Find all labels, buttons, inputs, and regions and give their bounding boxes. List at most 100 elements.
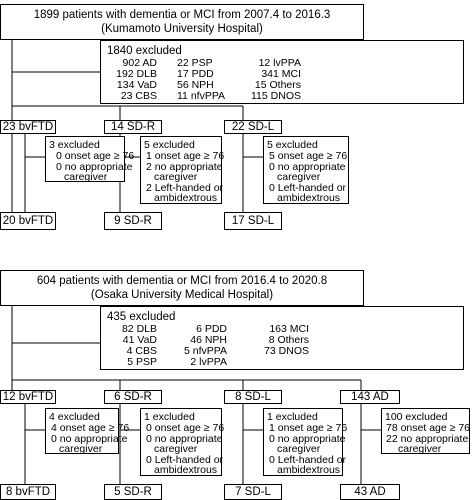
c2-sdl-excl-line: 0 no appropriate xyxy=(269,433,346,445)
c1-sdl-excl-line: ambidextrous xyxy=(277,192,341,204)
c2-excl-item: 82 DLB xyxy=(121,323,157,335)
c1-sdl-excl-title: 5 excluded xyxy=(267,139,318,151)
c1-group-sdr: 14 SD-R xyxy=(104,120,162,134)
c2-ad-excl-line: 22 no appropriate xyxy=(386,433,469,445)
c1-final-sdr-label: 9 SD-R xyxy=(114,215,152,227)
c2-final-ad: 43 AD xyxy=(340,484,400,500)
c2-excl-item: 6 PDD xyxy=(196,323,227,335)
c2-sdl-excl-box: 1 excluded 1 onset age ≥ 76 0 no appropr… xyxy=(263,408,347,476)
c1-sdr-excl-line: 2 no appropriate xyxy=(146,161,223,173)
c1-excl-item: 15 Others xyxy=(254,79,301,91)
c1-final-bvftd-label: 20 bvFTD xyxy=(2,215,54,227)
c2-excl-item: 46 NPH xyxy=(190,334,227,346)
c2-sdl-excl-title: 1 excluded xyxy=(267,411,318,423)
c2-group-sdr: 6 SD-R xyxy=(104,390,162,404)
c2-header-line1: 604 patients with dementia or MCI from 2… xyxy=(36,275,328,287)
c1-bvftd-excl-box: 3 excluded 0 onset age ≥ 76 0 no appropr… xyxy=(45,136,134,183)
c2-final-sdr: 5 SD-R xyxy=(104,484,162,500)
c1-excl-item: 22 PSP xyxy=(177,57,213,69)
c1-excl-item: 902 AD xyxy=(122,57,157,69)
c2-sdr-excl-box: 1 excluded 0 onset age ≥ 76 0 no appropr… xyxy=(140,408,225,476)
c1-sdr-excl-line: 2 Left-handed or xyxy=(146,182,224,194)
c1-final-bvftd: 20 bvFTD xyxy=(0,212,56,230)
c2-group-bvftd: 12 bvFTD xyxy=(0,390,56,404)
c2-sdr-excl-line: caregiver xyxy=(154,443,198,455)
c1-group-bvftd: 23 bvFTD xyxy=(0,120,56,134)
c1-sdr-excl-line: ambidextrous xyxy=(154,192,218,204)
c1-header-line1: 1899 patients with dementia or MCI from … xyxy=(33,9,331,21)
c2-header-box: 604 patients with dementia or MCI from 2… xyxy=(0,270,364,306)
c2-excl-item: 73 DNOS xyxy=(264,345,309,357)
c2-excl-item: 4 CBS xyxy=(126,345,157,357)
c1-header-box: 1899 patients with dementia or MCI from … xyxy=(0,4,364,40)
c2-ad-excl-box: 100 excluded 78 onset age ≥ 76 22 no app… xyxy=(381,408,470,455)
c1-excl-item: 192 DLB xyxy=(116,68,157,80)
c2-bvftd-excl-box: 4 excluded 4 onset age ≥ 76 0 no appropr… xyxy=(45,408,129,455)
c2-sdr-excl-line: 0 onset age ≥ 76 xyxy=(146,422,225,434)
c1-sdl-excl-line: 5 onset age ≥ 76 xyxy=(269,150,348,162)
c2-sdr-excl-line: 0 no appropriate xyxy=(146,433,223,445)
c1-final-sdl: 17 SD-L xyxy=(224,212,282,230)
c1-group-sdr-label: 14 SD-R xyxy=(110,121,156,133)
c1-sdl-excl-line: 0 Left-handed or xyxy=(269,182,347,194)
c2-final-sdr-label: 5 SD-R xyxy=(114,486,152,498)
c2-bvftd-excl-line: 0 no appropriate xyxy=(51,433,128,445)
c2-sdl-excl-line: caregiver xyxy=(277,443,321,455)
c2-excl-item: 163 MCI xyxy=(269,323,309,335)
c2-excl-item: 2 lvPPA xyxy=(190,356,227,368)
c2-ad-excl-line: 78 onset age ≥ 76 xyxy=(386,422,470,434)
c1-excl-item: 341 MCI xyxy=(261,68,301,80)
c1-sdr-excl-line: caregiver xyxy=(154,171,198,183)
c1-excl-item: 134 VaD xyxy=(116,79,157,91)
c2-ad-excl-line: caregiver xyxy=(398,443,442,455)
c1-final-sdl-label: 17 SD-L xyxy=(231,215,275,227)
c1-bvftd-excl-line: 0 no appropriate xyxy=(56,161,133,173)
c2-sdr-excl-line: ambidextrous xyxy=(154,464,218,476)
c2-bvftd-excl-line: 4 onset age ≥ 76 xyxy=(51,422,130,434)
c1-sdr-excl-line: 1 onset age ≥ 76 xyxy=(146,150,225,162)
c2-bvftd-excl-line: caregiver xyxy=(59,443,103,455)
c1-header-line2: (Kumamoto University Hospital) xyxy=(101,23,263,35)
c1-excl-item: 56 NPH xyxy=(177,79,214,91)
c2-excl-item: 5 PSP xyxy=(127,356,157,368)
c1-bvftd-excl-line: caregiver xyxy=(64,171,108,183)
c2-sdr-excl-title: 1 excluded xyxy=(144,411,195,423)
c2-final-bvftd: 8 bvFTD xyxy=(0,484,56,500)
c2-sdl-excl-line: 1 onset age ≥ 76 xyxy=(269,422,348,434)
c1-sdl-excl-line: caregiver xyxy=(277,171,321,183)
c1-bvftd-excl-line: 0 onset age ≥ 76 xyxy=(56,150,135,162)
c2-final-bvftd-label: 8 bvFTD xyxy=(5,486,51,498)
c2-excluded-box: 435 excluded 82 DLB 41 VaD 4 CBS 5 PSP 6… xyxy=(100,306,464,370)
c2-excluded-title: 435 excluded xyxy=(107,311,176,323)
c2-group-sdr-label: 6 SD-R xyxy=(114,391,152,403)
c1-sdl-excl-box: 5 excluded 5 onset age ≥ 76 0 no appropr… xyxy=(263,136,349,204)
c1-sdr-excl-title: 5 excluded xyxy=(144,139,195,151)
c1-group-bvftd-label: 23 bvFTD xyxy=(2,121,54,133)
c2-excl-item: 41 VaD xyxy=(122,334,157,346)
c1-excl-item: 23 CBS xyxy=(120,90,157,102)
c1-excluded-title: 1840 excluded xyxy=(107,45,182,57)
c2-group-bvftd-label: 12 bvFTD xyxy=(2,391,54,403)
c2-group-ad: 143 AD xyxy=(340,390,400,404)
c2-excl-item: 5 nfvPPA xyxy=(184,345,227,357)
c2-bvftd-excl-title: 4 excluded xyxy=(49,411,100,423)
c1-sdl-excl-line: 0 no appropriate xyxy=(269,161,346,173)
c1-group-sdl: 22 SD-L xyxy=(224,120,282,134)
c2-group-sdl-label: 8 SD-L xyxy=(235,391,271,403)
c1-excl-item: 12 lvPPA xyxy=(258,57,301,69)
c1-excl-item: 17 PDD xyxy=(177,68,214,80)
c2-excl-item: 8 Others xyxy=(268,334,309,346)
c1-excluded-box: 1840 excluded 902 AD 192 DLB 134 VaD 23 … xyxy=(100,40,464,104)
c2-sdl-excl-line: 0 Left-handed or xyxy=(269,454,347,466)
c1-bvftd-excl-title: 3 excluded xyxy=(49,139,100,151)
c2-sdr-excl-line: 0 Left-handed or xyxy=(146,454,224,466)
c2-final-ad-label: 43 AD xyxy=(354,486,386,498)
c1-group-sdl-label: 22 SD-L xyxy=(231,121,275,133)
c2-final-sdl: 7 SD-L xyxy=(224,484,282,500)
c2-group-sdl: 8 SD-L xyxy=(224,390,282,404)
c2-ad-excl-title: 100 excluded xyxy=(385,411,448,423)
c1-excl-item: 115 DNOS xyxy=(251,90,301,102)
c1-sdr-excl-box: 5 excluded 1 onset age ≥ 76 2 no appropr… xyxy=(140,136,225,204)
c2-group-ad-label: 143 AD xyxy=(351,391,389,403)
